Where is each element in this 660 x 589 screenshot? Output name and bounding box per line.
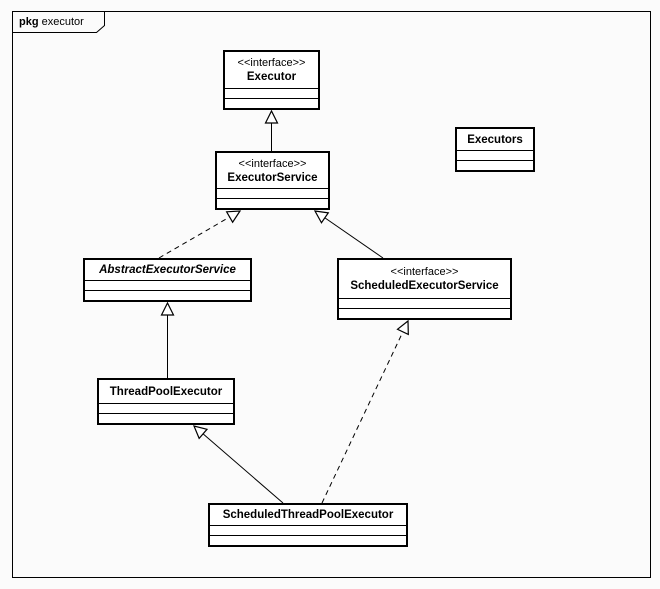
class-title-compartment: <<interface>> Executor <box>225 52 318 88</box>
class-executors[interactable]: Executors <box>455 127 535 172</box>
class-name: AbstractExecutorService <box>99 264 236 276</box>
class-title-compartment: <<interface>> ScheduledExecutorService <box>339 260 510 298</box>
class-title-compartment: ScheduledThreadPoolExecutor <box>210 505 406 525</box>
attributes-compartment <box>225 88 318 98</box>
stereotype-label: <<interface>> <box>237 57 306 69</box>
class-name: ScheduledExecutorService <box>350 280 499 292</box>
generalization-scheduledexecutorservice-to-executorservice <box>313 210 384 259</box>
generalization-scheduledthreadpoolexecutor-to-threadpoolexecutor <box>192 425 284 504</box>
package-frame-border <box>12 11 651 578</box>
attributes-compartment <box>85 280 250 290</box>
operations-compartment <box>339 308 510 318</box>
package-tab-label: pkg executor <box>19 15 84 29</box>
operations-compartment <box>85 290 250 300</box>
class-title-compartment: Executors <box>457 129 533 150</box>
class-name: ExecutorService <box>227 171 318 184</box>
class-title-compartment: ThreadPoolExecutor <box>99 380 233 403</box>
realization-abstractexecutorservice-to-executorservice <box>158 210 242 259</box>
realization-scheduledthreadpoolexecutor-to-scheduledexecutorservice <box>321 319 409 504</box>
attributes-compartment <box>339 298 510 308</box>
class-threadpoolexecutor[interactable]: ThreadPoolExecutor <box>97 378 235 425</box>
attributes-compartment <box>217 188 328 198</box>
package-name: executor <box>41 16 84 28</box>
class-executor[interactable]: <<interface>> Executor <box>223 50 320 110</box>
class-name: Executors <box>467 133 523 146</box>
operations-compartment <box>99 413 233 423</box>
operations-compartment <box>210 535 406 545</box>
class-name: ThreadPoolExecutor <box>109 385 223 398</box>
class-scheduledthreadpoolexecutor[interactable]: ScheduledThreadPoolExecutor <box>208 503 408 547</box>
class-title-compartment: <<interface>> ExecutorService <box>217 153 328 188</box>
operations-compartment <box>457 160 533 170</box>
attributes-compartment <box>210 525 406 535</box>
class-abstractexecutorservice[interactable]: AbstractExecutorService <box>83 258 252 302</box>
attributes-compartment <box>457 150 533 160</box>
package-tab <box>12 11 105 33</box>
operations-compartment <box>217 198 328 208</box>
operations-compartment <box>225 98 318 108</box>
package-keyword: pkg <box>19 16 39 28</box>
class-executorservice[interactable]: <<interface>> ExecutorService <box>215 151 330 210</box>
stereotype-label: <<interface>> <box>238 157 307 170</box>
class-scheduledexecutorservice[interactable]: <<interface>> ScheduledExecutorService <box>337 258 512 320</box>
attributes-compartment <box>99 403 233 413</box>
class-name: Executor <box>246 71 297 83</box>
class-name: ScheduledThreadPoolExecutor <box>222 509 394 521</box>
stereotype-label: <<interface>> <box>390 266 459 278</box>
class-title-compartment: AbstractExecutorService <box>85 260 250 280</box>
